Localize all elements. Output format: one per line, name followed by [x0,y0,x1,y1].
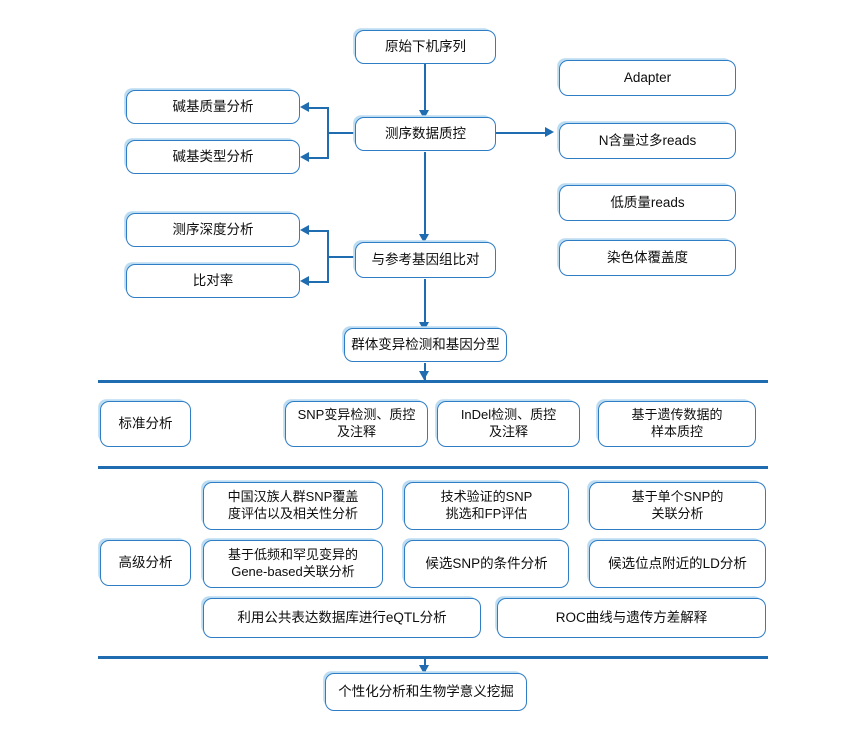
arrowhead-population-to-standard [419,371,429,380]
node-alignment-rate-label: 比对率 [192,273,234,289]
arrowhead-to-personalized [419,665,429,674]
node-population-variant-genotyping-label: 群体变异检测和基因分型 [351,337,500,353]
node-advanced-analysis-label[interactable]: 高级分析 [100,540,191,586]
node-adapter-label: Adapter [623,70,672,86]
separator-standard-top [98,380,768,383]
node-single-snp-association[interactable]: 基于单个SNP的 关联分析 [589,482,766,530]
connector-align-to-population [424,279,427,326]
node-roc-curve-label: ROC曲线与遗传方差解释 [555,610,708,626]
node-population-variant-genotyping[interactable]: 群体变异检测和基因分型 [344,328,507,362]
node-standard-analysis-label[interactable]: 标准分析 [100,401,191,447]
connector-raw-to-qc [424,62,427,114]
node-ld-analysis[interactable]: 候选位点附近的LD分析 [589,540,766,588]
node-high-n-reads[interactable]: N含量过多reads [559,123,736,159]
node-single-snp-association-label: 基于单个SNP的 关联分析 [631,489,724,521]
node-gene-based-association[interactable]: 基于低频和罕见变异的 Gene-based关联分析 [203,540,383,588]
node-chromosome-coverage-label: 染色体覆盖度 [607,250,688,266]
node-eqtl-analysis[interactable]: 利用公共表达数据库进行eQTL分析 [203,598,481,638]
connector-qc-to-base-quality [308,107,329,110]
connector-qc-to-base-type [308,157,329,160]
node-tech-validation-snp-label: 技术验证的SNP 挑选和FP评估 [440,489,533,521]
node-standard-analysis-label-text: 标准分析 [118,416,173,432]
node-sequencing-depth-analysis-label: 测序深度分析 [172,222,254,238]
node-personalized-analysis-label: 个性化分析和生物学意义挖掘 [338,684,514,700]
node-chromosome-coverage[interactable]: 染色体覆盖度 [559,240,736,276]
arrowhead-align-to-population [419,322,429,331]
node-snp-detection[interactable]: SNP变异检测、质控 及注释 [285,401,428,447]
node-tech-validation-snp[interactable]: 技术验证的SNP 挑选和FP评估 [404,482,569,530]
node-reference-alignment[interactable]: 与参考基因组比对 [355,242,496,278]
node-candidate-snp-conditional-label: 候选SNP的条件分析 [425,556,548,572]
node-indel-detection-label: InDel检测、质控 及注释 [460,407,557,439]
node-han-snp-coverage-label: 中国汉族人群SNP覆盖 度评估以及相关性分析 [227,489,359,521]
node-sequencing-qc[interactable]: 测序数据质控 [355,117,496,151]
node-candidate-snp-conditional[interactable]: 候选SNP的条件分析 [404,540,569,588]
node-low-quality-reads[interactable]: 低质量reads [559,185,736,221]
arrowhead-base-type [300,152,309,162]
connector-align-to-rate [308,281,329,284]
separator-advanced-bottom [98,656,768,659]
node-snp-detection-label: SNP变异检测、质控 及注释 [297,407,416,439]
connector-qc-to-align [424,152,427,238]
node-sequencing-qc-label: 测序数据质控 [385,126,466,142]
arrowhead-base-quality [300,102,309,112]
node-low-quality-reads-label: 低质量reads [610,195,685,211]
node-high-n-reads-label: N含量过多reads [598,133,697,149]
node-eqtl-analysis-label: 利用公共表达数据库进行eQTL分析 [237,610,447,626]
connector-align-left-join [327,256,357,259]
connector-qc-to-n-reads [494,132,546,135]
arrowhead-depth [300,225,309,235]
node-base-quality-analysis[interactable]: 碱基质量分析 [126,90,300,124]
separator-standard-bottom [98,466,768,469]
node-advanced-analysis-label-text: 高级分析 [118,555,173,571]
node-genetic-sample-qc-label: 基于遗传数据的 样本质控 [631,407,723,439]
node-base-quality-analysis-label: 碱基质量分析 [172,99,254,115]
connector-align-to-depth [308,230,329,233]
arrowhead-raw-to-qc [419,110,429,119]
node-reference-alignment-label: 与参考基因组比对 [371,252,480,268]
node-personalized-analysis[interactable]: 个性化分析和生物学意义挖掘 [325,673,527,711]
node-raw-sequence-label: 原始下机序列 [385,39,466,55]
node-ld-analysis-label: 候选位点附近的LD分析 [608,556,747,572]
connector-qc-left-join [327,132,357,135]
node-roc-curve[interactable]: ROC曲线与遗传方差解释 [497,598,766,638]
arrowhead-align-rate [300,276,309,286]
node-alignment-rate[interactable]: 比对率 [126,264,300,298]
node-genetic-sample-qc[interactable]: 基于遗传数据的 样本质控 [598,401,756,447]
arrowhead-qc-to-align [419,234,429,243]
node-han-snp-coverage[interactable]: 中国汉族人群SNP覆盖 度评估以及相关性分析 [203,482,383,530]
node-adapter[interactable]: Adapter [559,60,736,96]
node-raw-sequence[interactable]: 原始下机序列 [355,30,496,64]
arrowhead-n-reads [545,127,554,137]
node-indel-detection[interactable]: InDel检测、质控 及注释 [437,401,580,447]
node-sequencing-depth-analysis[interactable]: 测序深度分析 [126,213,300,247]
node-base-type-analysis[interactable]: 碱基类型分析 [126,140,300,174]
node-gene-based-association-label: 基于低频和罕见变异的 Gene-based关联分析 [227,547,358,579]
node-base-type-analysis-label: 碱基类型分析 [172,149,254,165]
